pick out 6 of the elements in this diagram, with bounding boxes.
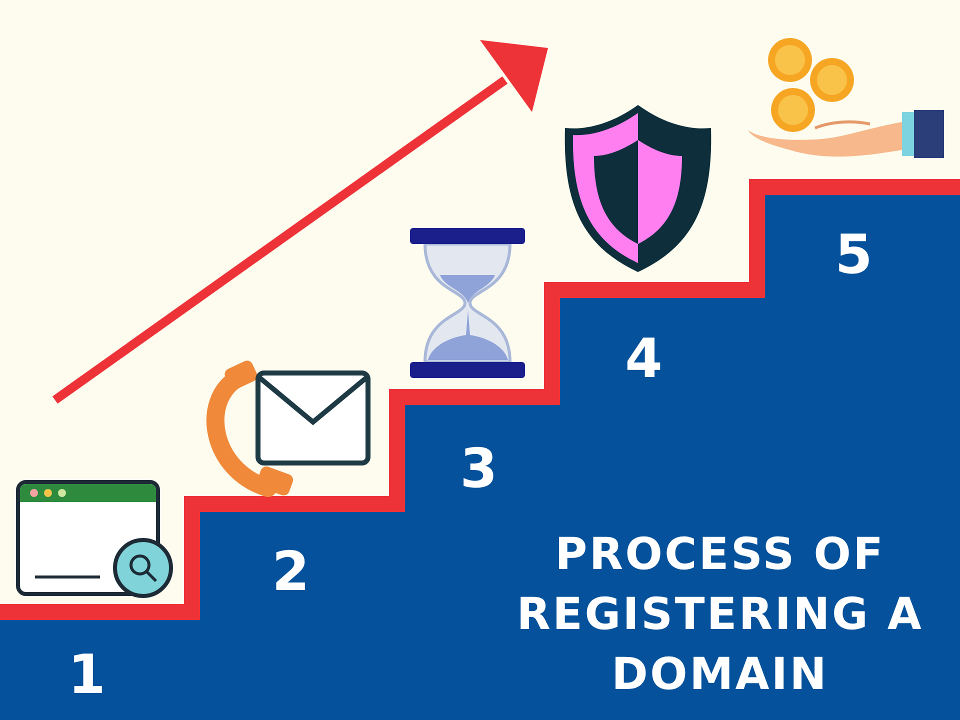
step-number: 4	[625, 332, 663, 386]
step-number: 5	[835, 228, 873, 282]
step-number: 1	[68, 648, 106, 702]
step-number: 3	[460, 442, 498, 496]
title: PROCESS OF REGISTERING A DOMAIN	[516, 528, 924, 702]
step-number: 2	[272, 545, 310, 599]
